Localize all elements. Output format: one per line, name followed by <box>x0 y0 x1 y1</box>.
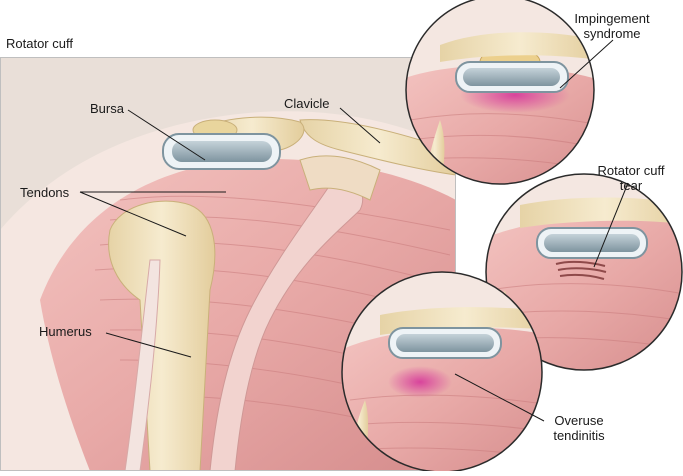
label-clavicle: Clavicle <box>284 96 330 111</box>
label-rotator-cuff-tear: Rotator cuff tear <box>583 163 679 193</box>
label-bursa: Bursa <box>90 101 124 116</box>
label-tear-line1: Rotator cuff <box>597 163 665 178</box>
figure-title: Rotator cuff <box>6 36 73 51</box>
label-tendons: Tendons <box>20 185 70 200</box>
leader-bursa <box>127 109 206 161</box>
label-tendinitis-line2: tendinitis <box>553 428 605 443</box>
label-impingement: Impingement syndrome <box>560 11 664 41</box>
label-overuse-tendinitis: Overuse tendinitis <box>534 413 624 443</box>
leader-clavicle <box>339 107 381 144</box>
inset-tendinitis <box>342 272 542 472</box>
leader-impingement <box>559 39 614 89</box>
leader-lines <box>79 39 629 422</box>
label-impingement-line1: Impingement <box>574 11 650 26</box>
inset-tear-border <box>485 173 683 371</box>
leader-tear <box>593 182 629 268</box>
tear-marks <box>555 260 607 280</box>
label-humerus: Humerus <box>39 324 92 339</box>
label-tendinitis-line1: Overuse <box>554 413 604 428</box>
inset-impingement <box>406 0 594 184</box>
label-impingement-line2: syndrome <box>583 26 641 41</box>
leader-tendons-2 <box>79 191 187 237</box>
leader-humerus <box>105 332 192 358</box>
label-tear-line2: tear <box>619 178 643 193</box>
leader-tendinitis <box>454 373 545 422</box>
inset-impingement-border <box>405 0 595 185</box>
